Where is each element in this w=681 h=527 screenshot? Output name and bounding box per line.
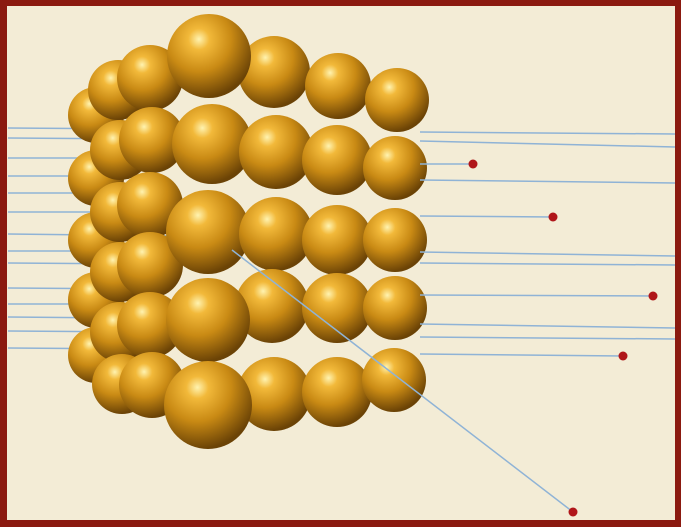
gold-atom-sphere	[305, 53, 371, 119]
detector-spot	[569, 508, 578, 517]
atom-lattice-group	[68, 14, 429, 449]
gold-atom-sphere	[302, 125, 372, 195]
gold-atom-sphere	[239, 197, 313, 271]
gold-atom-sphere	[363, 136, 427, 200]
gold-atom-sphere	[302, 357, 372, 427]
gold-atom-sphere	[302, 273, 372, 343]
detector-spot	[469, 160, 478, 169]
detector-spot	[549, 213, 558, 222]
detector-spot	[619, 352, 628, 361]
gold-atom-sphere	[239, 115, 313, 189]
gold-atom-sphere	[166, 278, 250, 362]
x-ray-beam-line	[420, 295, 653, 296]
x-ray-beam-line	[420, 216, 553, 217]
gold-atom-sphere	[363, 208, 427, 272]
gold-atom-sphere	[365, 68, 429, 132]
gold-atom-sphere	[166, 190, 250, 274]
gold-atom-sphere	[164, 361, 252, 449]
detector-spot	[649, 292, 658, 301]
gold-atom-sphere	[167, 14, 251, 98]
gold-atom-sphere	[302, 205, 372, 275]
gold-atom-sphere	[363, 276, 427, 340]
